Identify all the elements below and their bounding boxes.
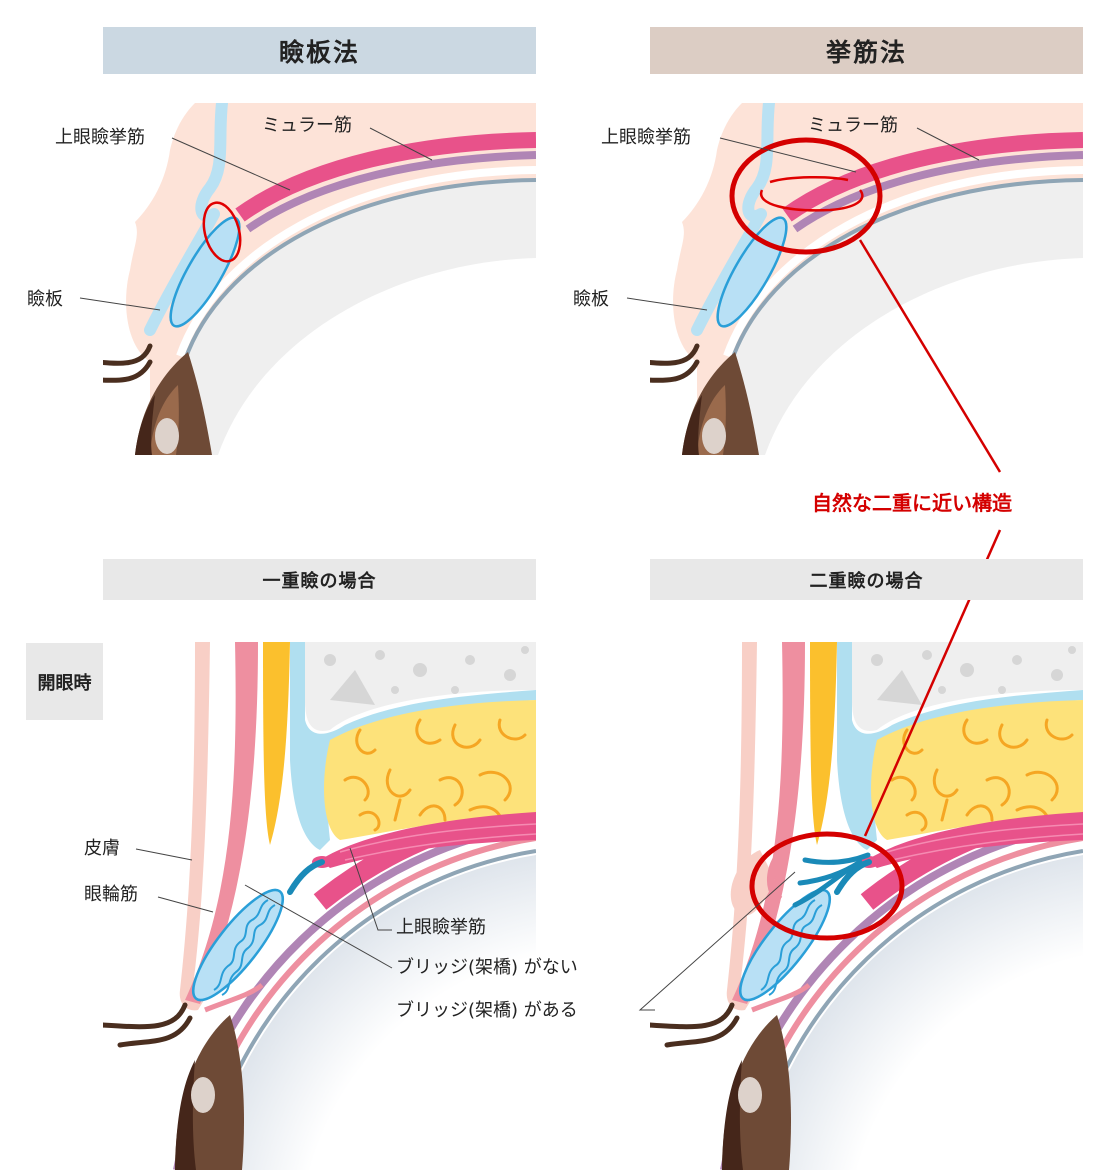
leader-lines — [79, 127, 980, 1011]
tarsal-method-illustration — [55, 103, 536, 455]
bridge — [792, 852, 871, 908]
single-eyelid-header: 一重瞼の場合 — [103, 559, 536, 600]
skin-label: 皮膚 — [84, 838, 120, 859]
levator-label: 上眼瞼挙筋 — [396, 917, 486, 938]
double-eyelid-illustration — [649, 642, 1083, 1170]
tarsus-label: 瞼板 — [27, 289, 63, 310]
eye-open-label: 開眼時 — [26, 643, 103, 720]
suture-loop — [759, 175, 864, 212]
double-eyelid-header: 二重瞼の場合 — [650, 559, 1083, 600]
single-eyelid-illustration — [102, 642, 536, 1170]
highlight-circle — [729, 137, 883, 255]
natural-double-eyelid-annotation: 自然な二重に近い構造 — [812, 491, 1012, 515]
tarsus-label: 瞼板 — [573, 289, 609, 310]
levator-method-illustration — [602, 103, 1083, 455]
orbicularis-label: 眼輪筋 — [84, 884, 138, 905]
no-bridge-label: ブリッジ(架橋) がない — [396, 957, 578, 978]
levator-method-header: 挙筋法 — [650, 27, 1083, 74]
bridge-label: ブリッジ(架橋) がある — [396, 1000, 578, 1021]
levator-label: 上眼瞼挙筋 — [55, 127, 145, 148]
muller-label: ミュラー筋 — [808, 115, 898, 136]
suture-loop — [202, 201, 242, 263]
levator-label: 上眼瞼挙筋 — [601, 127, 691, 148]
muller-label: ミュラー筋 — [262, 115, 352, 136]
highlight-circle — [749, 831, 905, 941]
tarsal-method-header: 瞼板法 — [103, 27, 536, 74]
